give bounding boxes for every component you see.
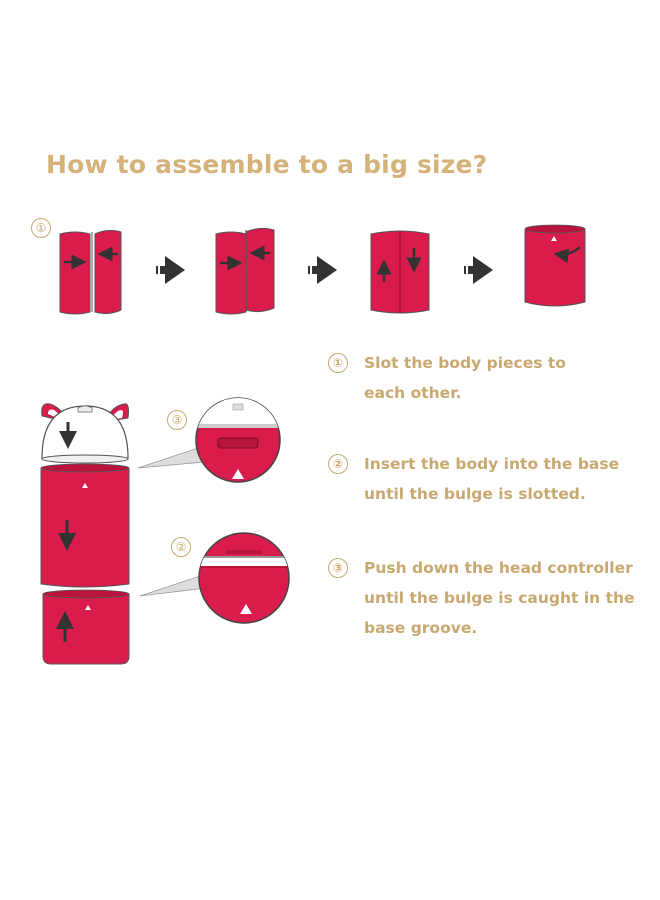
flow-arrow-icon (461, 256, 493, 284)
stage-4-body-complete (524, 224, 586, 307)
callout-step-2: ② (171, 537, 191, 557)
callout-base-bulge (139, 532, 290, 624)
flow-arrow-icon (305, 256, 337, 284)
instruction-2-line-2: until the bulge is slotted. (364, 485, 586, 503)
page-title: How to assemble to a big size? (46, 150, 488, 179)
triangle-marker-icon (551, 236, 557, 241)
instruction-2-number: ② (328, 454, 348, 474)
assembled-unit (40, 403, 130, 665)
instruction-3-line-1: Push down the head controller (364, 559, 633, 577)
stage-1-pieces-apart (59, 229, 122, 315)
instruction-3-line-2: until the bulge is caught in the (364, 589, 635, 607)
instruction-1-number: ① (328, 353, 348, 373)
instruction-3: ③ Push down the head controller until th… (328, 553, 635, 643)
triangle-marker-icon (240, 604, 252, 614)
instruction-3-number: ③ (328, 558, 348, 578)
stage-3-pieces-slotted (370, 230, 430, 314)
callout-head-groove (137, 397, 281, 483)
instruction-3-line-3: base groove. (364, 619, 478, 637)
triangle-marker-icon (82, 483, 88, 488)
instruction-1-line-1: Slot the body pieces to (364, 354, 566, 372)
triangle-marker-icon (85, 605, 91, 610)
instruction-1-line-2: each other. (364, 384, 462, 402)
flow-arrow-icon (153, 256, 185, 284)
instruction-2: ② Insert the body into the base until th… (328, 449, 619, 509)
stage-2-pieces-joining (215, 227, 275, 315)
instruction-2-line-1: Insert the body into the base (364, 455, 620, 473)
instruction-1: ① Slot the body pieces to each other. (328, 348, 566, 408)
callout-step-3: ③ (167, 410, 187, 430)
curved-arrow-icon (553, 246, 581, 264)
step-number-1: ① (31, 218, 51, 238)
triangle-marker-icon (232, 469, 244, 479)
